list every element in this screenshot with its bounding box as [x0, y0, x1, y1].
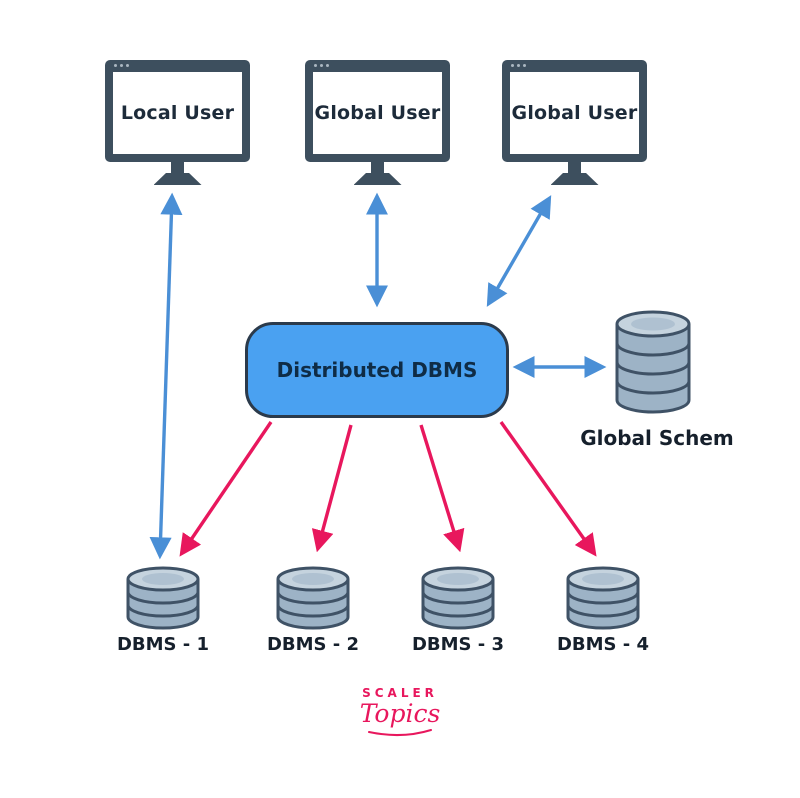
- arrow-ddbms-dbms-1: [179, 421, 273, 557]
- monitor-frame: Local User: [105, 60, 250, 162]
- monitor-stand-neck: [171, 162, 184, 173]
- dbms-1-database-icon: [123, 566, 203, 630]
- monitor-screen: Global User: [510, 72, 639, 154]
- arrow-ddbms-dbms-2: [311, 424, 353, 553]
- dbms-1-label: DBMS - 1: [116, 634, 210, 655]
- dbms-3-database-icon: [418, 566, 498, 630]
- monitor-stand-neck: [371, 162, 384, 173]
- global-schema-database-icon: [611, 310, 695, 418]
- window-dots-icon: [114, 64, 129, 67]
- monitor-frame: Global User: [502, 60, 647, 162]
- dbms-2-label: DBMS - 2: [266, 634, 360, 655]
- monitor-global-user-2: Global User: [502, 60, 647, 185]
- arrow-local-user-dbms-1: [149, 192, 183, 560]
- dbms-2-database-icon: [273, 566, 353, 630]
- monitor-stand-base: [353, 173, 402, 185]
- monitor-stand-neck: [568, 162, 581, 173]
- logo-underline-swash: [368, 728, 432, 736]
- monitor-screen: Global User: [313, 72, 442, 154]
- monitor-stand-base: [153, 173, 202, 185]
- logo-brand-text: SCALER: [362, 686, 438, 700]
- distributed-dbms-box: Distributed DBMS: [245, 322, 509, 418]
- global-schema-label: Global Schem: [580, 426, 734, 450]
- logo-sub-text: Topics: [359, 699, 441, 728]
- monitor-local-user: Local User: [105, 60, 250, 185]
- monitor-label-local-user: Local User: [120, 102, 235, 124]
- monitor-screen: Local User: [113, 72, 242, 154]
- monitor-stand-base: [550, 173, 599, 185]
- window-dots-icon: [314, 64, 329, 67]
- window-dots-icon: [511, 64, 526, 67]
- dbms-4-database-icon: [563, 566, 643, 630]
- monitor-global-user-1: Global User: [305, 60, 450, 185]
- monitor-label-global-user-2: Global User: [511, 102, 638, 124]
- distributed-dbms-label: Distributed DBMS: [276, 358, 478, 382]
- arrow-ddbms-dbms-3: [419, 424, 465, 553]
- arrow-global-user-2-ddbms: [486, 195, 552, 307]
- monitor-label-global-user-1: Global User: [314, 102, 441, 124]
- dbms-4-label: DBMS - 4: [556, 634, 650, 655]
- dbms-3-label: DBMS - 3: [411, 634, 505, 655]
- scaler-topics-logo: SCALER Topics: [320, 686, 480, 737]
- monitor-frame: Global User: [305, 60, 450, 162]
